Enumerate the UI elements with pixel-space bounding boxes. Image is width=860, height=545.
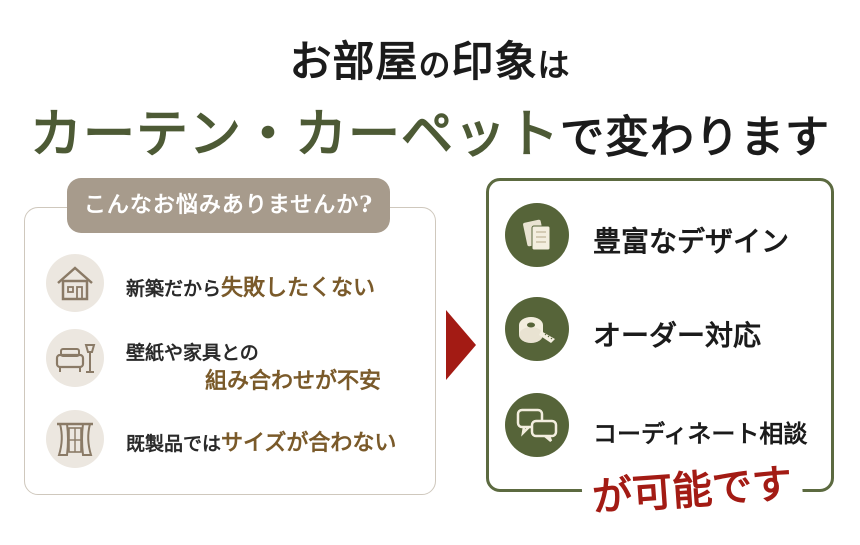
chat-bubbles-icon xyxy=(505,393,569,457)
headline-particle-ha: は xyxy=(537,46,571,84)
worry-item-1: 新築だから失敗したくない xyxy=(126,270,375,302)
solution-coordinate: コーディネート相談 xyxy=(593,419,808,448)
headline-curtain-carpet: カーテン・カーペット xyxy=(29,104,560,165)
solution-design: 豊富なデザイン xyxy=(593,225,790,258)
worry-2-text: 壁紙や家具との xyxy=(126,342,259,364)
worry-1-highlight: 失敗したくない xyxy=(221,275,376,301)
arrow-right-icon xyxy=(446,310,476,380)
sofa-lamp-icon xyxy=(46,329,104,387)
worries-badge: こんなお悩みありませんか? xyxy=(67,178,390,233)
worry-3-highlight: サイズが合わない xyxy=(221,430,397,456)
window-curtain-icon xyxy=(46,410,104,468)
house-icon xyxy=(46,254,104,312)
tape-measure-icon xyxy=(505,297,569,361)
headline-line-2: カーテン・カーペットで変わります xyxy=(0,92,860,167)
worry-2-highlight: 組み合わせが不安 xyxy=(205,368,382,394)
headline-impression: 印象 xyxy=(451,37,538,86)
headline-particle-no: の xyxy=(418,46,452,84)
headline-changes: で変わります xyxy=(560,112,830,163)
fabric-samples-icon xyxy=(505,203,569,267)
worry-1-text: 新築だから xyxy=(126,278,222,300)
worry-3-text: 既製品では xyxy=(126,433,222,455)
solution-order: オーダー対応 xyxy=(593,319,762,352)
headline-room: お部屋 xyxy=(289,37,419,86)
worry-item-3: 既製品ではサイズが合わない xyxy=(126,425,396,457)
headline-line-1: お部屋の印象は xyxy=(0,28,860,89)
worry-item-2: 壁紙や家具との xyxy=(126,338,259,365)
